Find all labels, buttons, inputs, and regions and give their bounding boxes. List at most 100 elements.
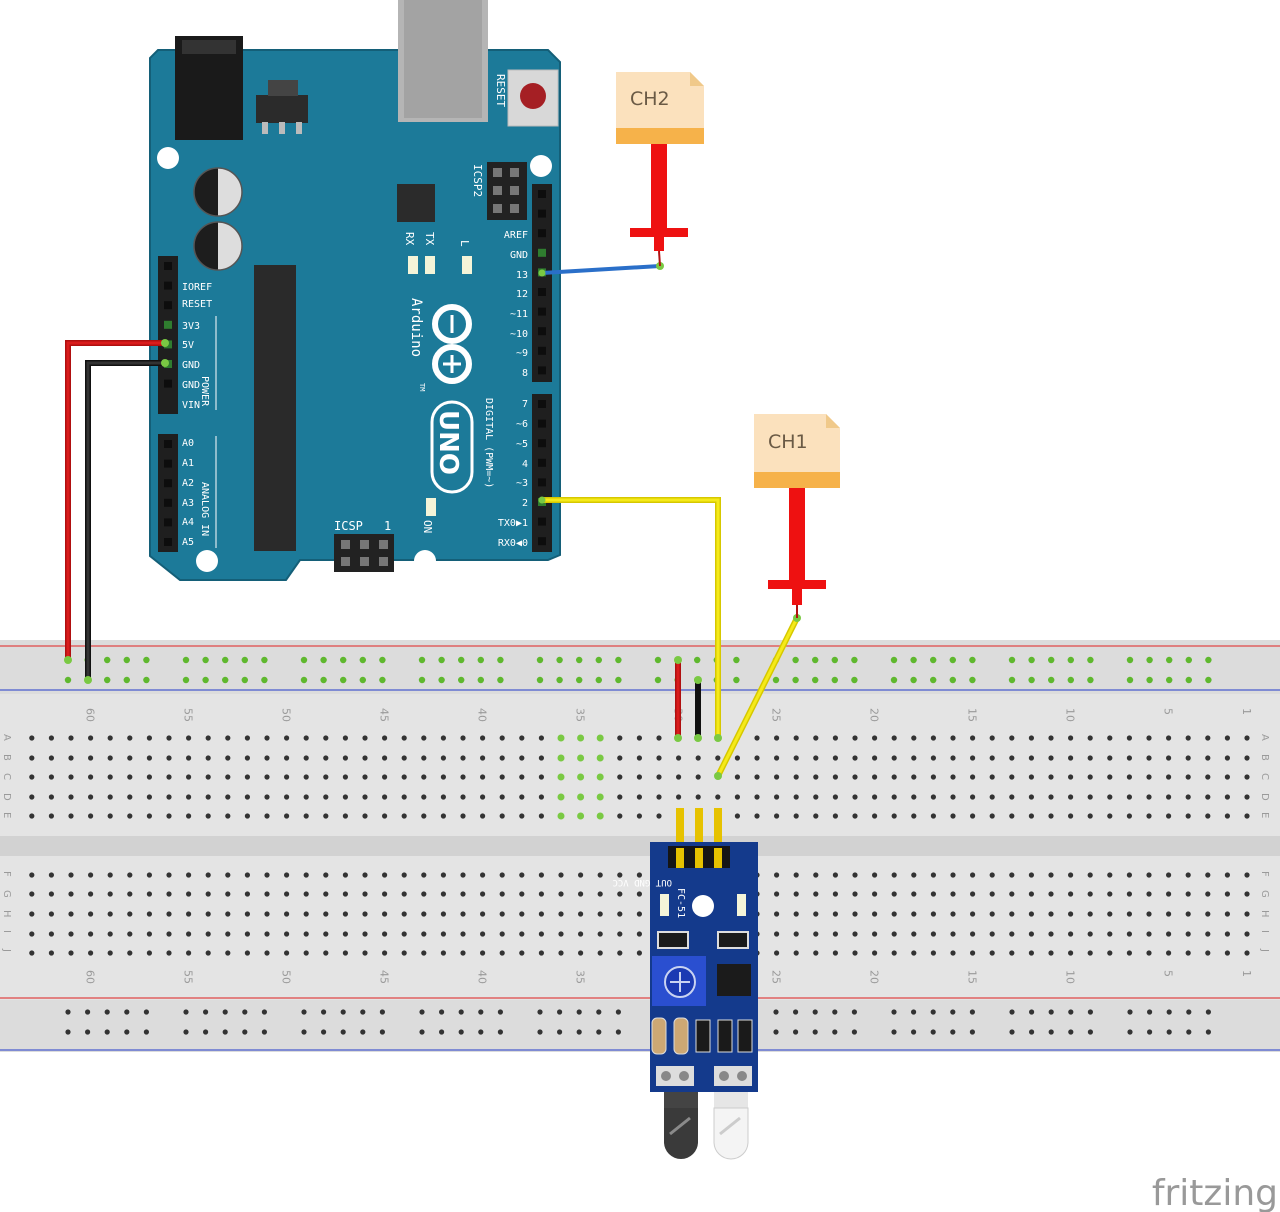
breadboard-hole [911, 911, 917, 917]
breadboard-hole [421, 950, 427, 956]
breadboard-hole [1068, 794, 1074, 800]
breadboard-hole [970, 735, 976, 741]
breadboard-hole [1048, 755, 1054, 761]
breadboard-hole [578, 872, 584, 878]
rail-hole [261, 1009, 267, 1015]
breadboard-hole [774, 735, 780, 741]
breadboard-hole [225, 755, 231, 761]
mounting-hole [196, 550, 218, 572]
breadboard-row-label: A [1, 734, 12, 741]
breadboard-hole [460, 735, 466, 741]
rail-hole [812, 676, 819, 684]
breadboard-hole [303, 950, 309, 956]
breadboard-hole [48, 735, 55, 741]
breadboard-hole [774, 813, 780, 819]
pin-label-reset: RESET [182, 299, 212, 310]
breadboard-row-label: J [1, 948, 12, 952]
breadboard-hole [401, 774, 407, 780]
breadboard-hole [1048, 813, 1054, 819]
breadboard-hole [1244, 755, 1250, 761]
breadboard-hole [891, 755, 897, 761]
rail-hole [890, 656, 898, 664]
breadboard-hole [578, 911, 584, 917]
breadboard-hole [382, 931, 388, 937]
rail-hole [439, 1029, 445, 1035]
breadboard-hole [989, 872, 995, 878]
rail-hole [1146, 676, 1153, 684]
rail-hole [832, 1009, 838, 1015]
breadboard-hole [1224, 931, 1230, 937]
breadboard-hole [970, 891, 976, 897]
analog-section-label: ANALOG IN [199, 482, 210, 536]
icsp2-label: ICSP2 [471, 164, 484, 197]
breadboard-hole [460, 931, 466, 937]
breadboard-hole [1224, 950, 1230, 956]
breadboard-hole [1146, 735, 1152, 741]
breadboard-hole [538, 774, 545, 780]
breadboard-hole [852, 774, 858, 780]
breadboard-hole [911, 794, 917, 800]
breadboard-hole [48, 872, 55, 878]
breadboard-hole [205, 813, 211, 819]
rail-hole [438, 676, 445, 684]
breadboard-hole [1068, 911, 1074, 917]
breadboard-hole [88, 872, 94, 878]
breadboard-hole [480, 735, 486, 741]
rail-hole [969, 656, 976, 664]
rail-hole [65, 1009, 71, 1015]
rail-hole [949, 656, 956, 664]
rail-hole [969, 1009, 976, 1015]
breadboard-hole [596, 754, 604, 762]
breadboard-hole [342, 774, 348, 780]
rail-hole [497, 676, 504, 684]
header-pin [164, 518, 172, 527]
breadboard-hole [382, 911, 388, 917]
breadboard-hole [950, 774, 956, 780]
breadboard-hole [107, 931, 113, 937]
breadboard-hole [891, 872, 897, 878]
breadboard-hole [519, 911, 525, 917]
breadboard-hole [499, 891, 505, 897]
breadboard-hole [362, 813, 368, 819]
breadboard-hole [1009, 891, 1015, 897]
rail-hole [379, 1029, 385, 1035]
pin-label-4: 4 [522, 459, 528, 470]
breadboard-hole [127, 931, 133, 937]
breadboard-hole [480, 911, 486, 917]
breadboard-hole [695, 774, 701, 780]
rail-hole [615, 656, 622, 664]
breadboard-hole [460, 911, 466, 917]
header-pin [538, 346, 546, 355]
pin-label-5: ~5 [516, 439, 528, 450]
rail-hole [458, 676, 465, 684]
breadboard-hole [676, 794, 682, 800]
breadboard-hole [186, 931, 192, 937]
breadboard-hole [1087, 950, 1093, 956]
breadboard-hole [1028, 813, 1034, 819]
rail-hole [65, 1029, 71, 1035]
breadboard-hole [1028, 872, 1034, 878]
rail-hole [793, 1029, 799, 1035]
breadboard-hole [284, 931, 290, 937]
breadboard-hole [1185, 931, 1191, 937]
rail-hole [183, 1009, 189, 1015]
breadboard-hole [1068, 872, 1074, 878]
breadboard-hole [68, 872, 74, 878]
rail-hole [241, 656, 248, 664]
analog-header [158, 434, 178, 552]
breadboard-hole [1205, 950, 1211, 956]
breadboard-hole [362, 950, 368, 956]
breadboard-hole [1028, 774, 1034, 780]
pin-label-a3: A3 [182, 498, 194, 509]
pin-label-a2: A2 [182, 478, 194, 489]
breadboard-hole [911, 891, 917, 897]
rail-hole [1205, 1009, 1211, 1015]
breadboard-hole [1107, 794, 1113, 800]
rail-hole [596, 1029, 602, 1035]
breadboard-hole [1166, 755, 1172, 761]
breadboard-hole [597, 931, 603, 937]
breadboard-column-label: 20 [868, 708, 881, 722]
breadboard-column-label: 35 [574, 970, 587, 984]
breadboard-hole [1028, 891, 1034, 897]
pin-label-3v3: 3V3 [182, 321, 200, 332]
